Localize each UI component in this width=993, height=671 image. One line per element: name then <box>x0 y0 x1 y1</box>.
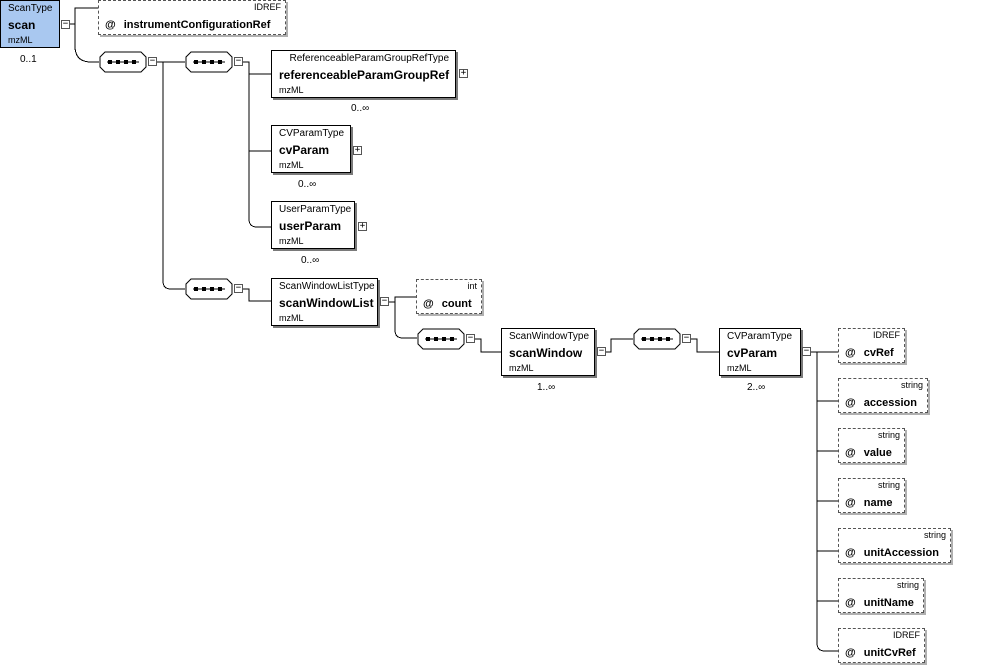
attribute-name-row: @ cvRef <box>845 347 894 359</box>
attribute-name-row: @ unitName <box>845 597 914 609</box>
attribute-name-row: @ instrumentConfigurationRef <box>105 19 270 31</box>
attribute-name: accession <box>863 397 917 409</box>
attribute-unitAccession[interactable]: string @ unitAccession <box>838 528 951 563</box>
attribute-name-row: @ name <box>845 497 892 509</box>
referenceableParamGroupRef-element[interactable]: ReferenceableParamGroupRefType reference… <box>271 50 456 98</box>
cvParam-element[interactable]: CVParamType cvParam mzML <box>271 125 351 173</box>
type-label: ReferenceableParamGroupRefType <box>289 53 449 64</box>
attribute-instrumentConfigurationRef[interactable]: IDREF @ instrumentConfigurationRef <box>98 0 286 35</box>
sequence-compositor-icon[interactable] <box>99 51 147 73</box>
attribute-name-row: @ value <box>845 447 892 459</box>
attribute-type: int <box>467 281 477 291</box>
attribute-unitName[interactable]: string @ unitName <box>838 578 924 613</box>
attribute-type: IDREF <box>873 330 900 340</box>
element-name: scanWindowList <box>279 296 374 310</box>
attribute-name: unitCvRef <box>863 647 916 659</box>
attribute-marker: @ <box>105 19 116 31</box>
attribute-count[interactable]: int @ count <box>416 279 482 314</box>
expand-toggle-cvParam[interactable]: + <box>353 145 362 155</box>
attribute-cvRef[interactable]: IDREF @ cvRef <box>838 328 905 363</box>
attribute-type: string <box>877 430 900 440</box>
attribute-unitCvRef[interactable]: IDREF @ unitCvRef <box>838 628 925 663</box>
element-name: cvParam <box>727 346 778 360</box>
element-name: userParam <box>279 219 342 233</box>
collapse-toggle-sequence[interactable]: − <box>234 56 243 66</box>
attribute-marker: @ <box>423 298 434 310</box>
attribute-marker: @ <box>845 647 856 659</box>
type-label: CVParamType <box>727 331 793 342</box>
type-label: ScanWindowType <box>509 331 590 342</box>
type-label: ScanType <box>8 3 53 14</box>
namespace-label: mzML <box>509 363 534 373</box>
attribute-type: string <box>923 530 946 540</box>
attribute-name: instrumentConfigurationRef <box>123 19 271 31</box>
cardinality-label: 0..∞ <box>351 103 370 114</box>
element-name: scan <box>8 18 36 32</box>
collapse-toggle-scanWindowList[interactable]: − <box>380 296 389 306</box>
attribute-name-row: @ accession <box>845 397 917 409</box>
scan-element[interactable]: ScanType scan mzML <box>0 0 60 48</box>
element-name: scanWindow <box>509 346 583 360</box>
attribute-marker: @ <box>845 447 856 459</box>
type-label: UserParamType <box>279 204 352 215</box>
scanWindowList-element[interactable]: ScanWindowListType scanWindowList mzML <box>271 278 378 326</box>
attribute-name[interactable]: string @ name <box>838 478 905 513</box>
cardinality-label: 1..∞ <box>537 382 556 393</box>
attribute-name: count <box>441 298 472 310</box>
attribute-name-row: @ count <box>423 298 472 310</box>
namespace-label: mzML <box>279 236 304 246</box>
cardinality-label: 0..1 <box>20 54 37 65</box>
attribute-type: string <box>877 480 900 490</box>
namespace-label: mzML <box>279 160 304 170</box>
collapse-toggle-cvParam[interactable]: − <box>802 346 811 356</box>
collapse-toggle-sequence[interactable]: − <box>682 333 691 343</box>
attribute-name: unitAccession <box>863 547 939 559</box>
expand-toggle-referenceableParamGroupRef[interactable]: + <box>459 68 468 78</box>
namespace-label: mzML <box>279 313 304 323</box>
namespace-label: mzML <box>727 363 752 373</box>
sequence-compositor-icon[interactable] <box>633 328 681 350</box>
attribute-accession[interactable]: string @ accession <box>838 378 928 413</box>
attribute-marker: @ <box>845 497 856 509</box>
collapse-toggle-scan[interactable]: − <box>61 19 70 29</box>
attribute-type: string <box>896 580 919 590</box>
collapse-toggle-scanWindow[interactable]: − <box>597 346 606 356</box>
attribute-name: unitName <box>863 597 914 609</box>
attribute-marker: @ <box>845 397 856 409</box>
element-name: cvParam <box>279 143 330 157</box>
collapse-toggle-sequence[interactable]: − <box>234 283 243 293</box>
cardinality-label: 2..∞ <box>747 382 766 393</box>
userParam-element[interactable]: UserParamType userParam mzML <box>271 201 355 249</box>
type-label: CVParamType <box>279 128 345 139</box>
attribute-name-row: @ unitAccession <box>845 547 939 559</box>
collapse-toggle-sequence[interactable]: − <box>148 56 157 66</box>
collapse-toggle-sequence[interactable]: − <box>466 333 475 343</box>
attribute-marker: @ <box>845 547 856 559</box>
element-name: referenceableParamGroupRef <box>279 68 450 82</box>
cvParam-element[interactable]: CVParamType cvParam mzML <box>719 328 801 376</box>
sequence-compositor-icon[interactable] <box>185 51 233 73</box>
expand-toggle-userParam[interactable]: + <box>358 221 367 231</box>
attribute-name: cvRef <box>863 347 894 359</box>
attribute-name: value <box>863 447 892 459</box>
type-label: ScanWindowListType <box>279 281 375 292</box>
cardinality-label: 0..∞ <box>301 255 320 266</box>
attribute-type: IDREF <box>254 2 281 12</box>
scanWindow-element[interactable]: ScanWindowType scanWindow mzML <box>501 328 595 376</box>
attribute-type: IDREF <box>893 630 920 640</box>
attribute-marker: @ <box>845 597 856 609</box>
attribute-type: string <box>900 380 923 390</box>
attribute-name-row: @ unitCvRef <box>845 647 916 659</box>
attribute-value[interactable]: string @ value <box>838 428 905 463</box>
attribute-name: name <box>863 497 893 509</box>
sequence-compositor-icon[interactable] <box>185 278 233 300</box>
attribute-marker: @ <box>845 347 856 359</box>
namespace-label: mzML <box>279 85 304 95</box>
sequence-compositor-icon[interactable] <box>417 328 465 350</box>
namespace-label: mzML <box>8 35 33 45</box>
cardinality-label: 0..∞ <box>298 179 317 190</box>
